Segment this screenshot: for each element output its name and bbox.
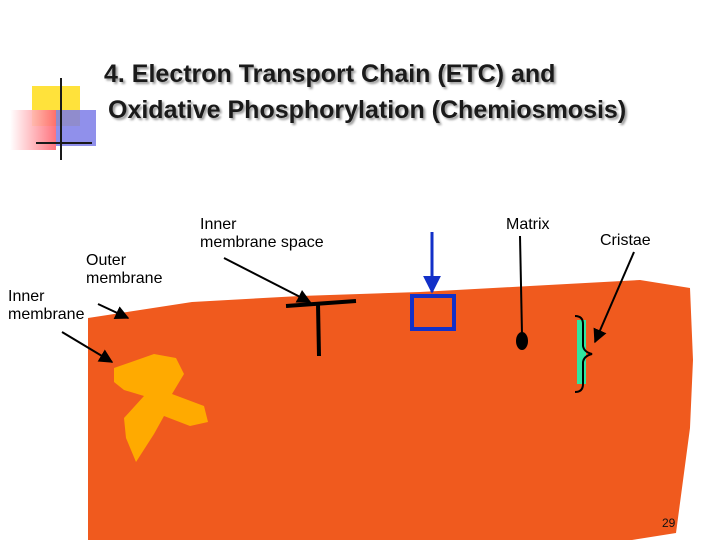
decor-horizontal-line [36, 142, 92, 144]
page-number: 29 [662, 516, 676, 530]
cristae-bar [577, 320, 586, 384]
label-inner-membrane: Inner membrane [8, 288, 85, 323]
matrix-box [410, 294, 456, 331]
inner-membrane-fold [114, 354, 208, 462]
label-cristae: Cristae [600, 232, 651, 249]
label-intermembrane-space: Inner membrane space [200, 216, 324, 251]
slide-title-line-2: Oxidative Phosphorylation (Chemiosmosis) [108, 96, 627, 124]
decor-vertical-line [60, 78, 62, 160]
cristae-bracket [574, 315, 593, 393]
t-bar-vertical [316, 303, 321, 357]
matrix-pointer-line [519, 235, 523, 335]
decor-blue-square [56, 110, 96, 146]
label-outer-membrane: Outer membrane [86, 252, 163, 287]
arrow-intermembrane-space [223, 257, 312, 303]
arrow-inner-membrane [61, 331, 114, 363]
mitochondrion-body [88, 280, 693, 540]
label-matrix: Matrix [506, 216, 550, 233]
arrow-outer-membrane [97, 303, 130, 320]
t-bar-horizontal [285, 299, 357, 308]
slide-title-line-1: 4. Electron Transport Chain (ETC) and [104, 60, 556, 88]
matrix-pointer-dot [516, 332, 528, 350]
arrow-cristae [593, 251, 635, 344]
